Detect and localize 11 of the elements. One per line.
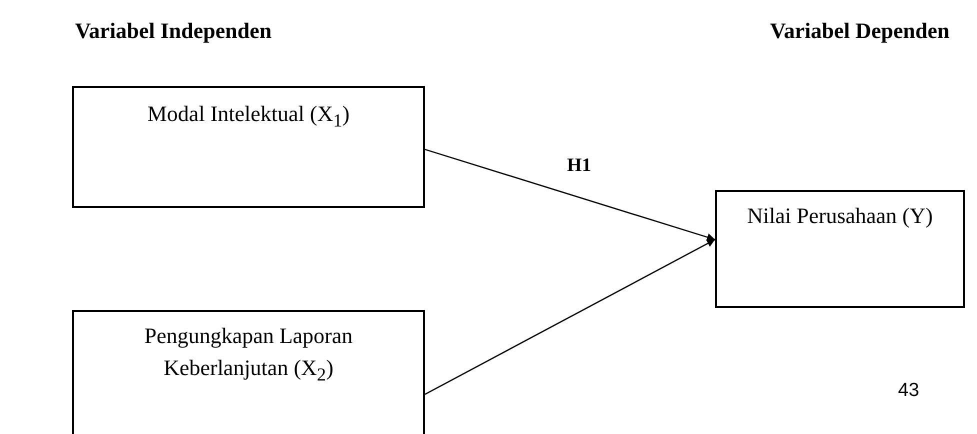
- page-number: 43: [898, 380, 920, 402]
- variable-box: [715, 190, 965, 308]
- variable-name: Nilai Perusahaan (Y): [747, 202, 933, 230]
- heading: Variabel Independen: [75, 18, 272, 44]
- variable-box: [72, 310, 425, 434]
- variable-name: Modal Intelektual (X$_{1}$): [147, 100, 350, 132]
- variable-name: Pengungkapan Laporan Keberlanjutan (X$_{2}$): [143, 322, 354, 386]
- heading: Variabel Dependen: [770, 18, 950, 44]
- arrow: [424, 148, 716, 241]
- arrow: [424, 238, 716, 395]
- variable-box: [72, 86, 425, 208]
